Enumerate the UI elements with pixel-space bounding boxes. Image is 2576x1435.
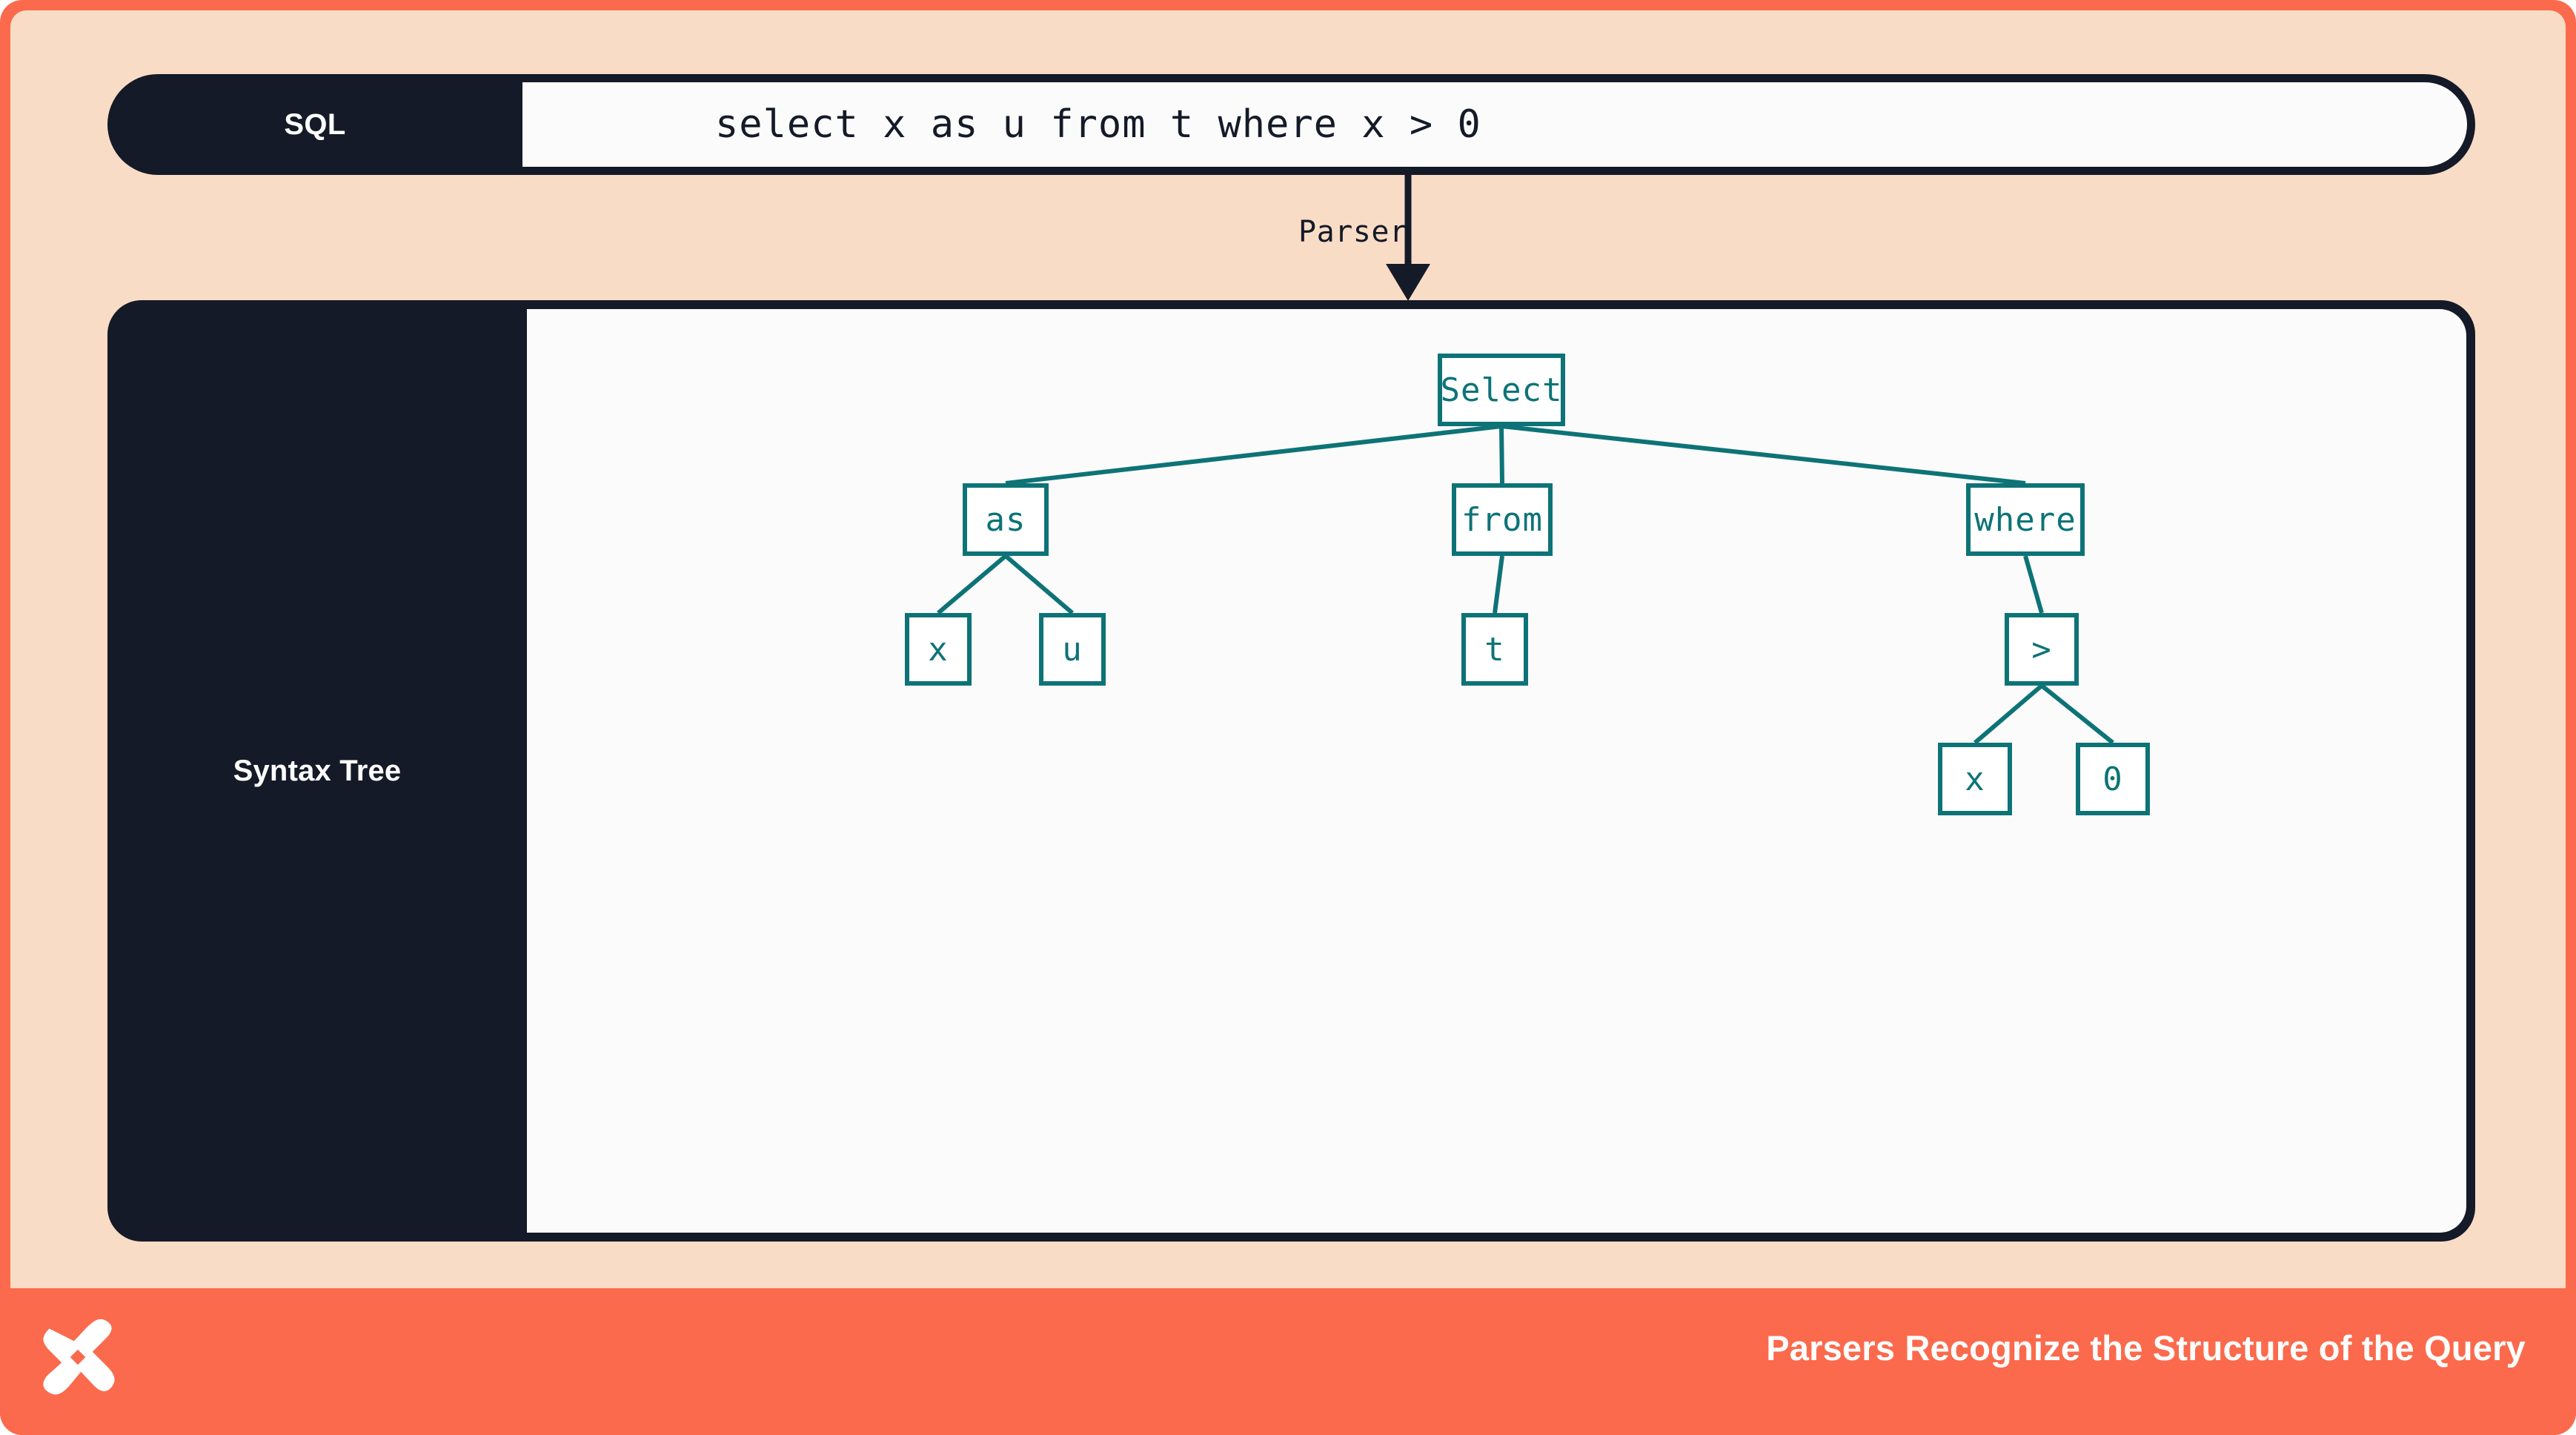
footer-caption: Parsers Recognize the Structure of the Q… [1766, 1328, 2526, 1368]
sql-input-bar[interactable]: SQL select x as u from t where x > 0 [107, 74, 2475, 175]
tree-node-from[interactable]: from [1452, 483, 1553, 556]
tree-edge-layer [937, 424, 2114, 745]
tree-node-label: as [985, 500, 1026, 539]
tree-node-label: x [1965, 760, 1985, 798]
tree-node-label: 0 [2102, 760, 2123, 798]
syntax-tree-panel: Syntax Tree Select as from where x u t > x 0 [107, 300, 2475, 1242]
parser-label: Parser [1298, 215, 1408, 249]
tree-node-label: x [928, 630, 949, 669]
tree-node-where[interactable]: where [1966, 483, 2085, 556]
tree-node-as-x[interactable]: x [905, 613, 972, 686]
tree-node-label: t [1484, 630, 1505, 669]
tree-node-label: > [2031, 630, 2052, 669]
butterfly-x-logo-icon [43, 1319, 115, 1395]
tree-node-label: u [1062, 630, 1083, 669]
syntax-tree-label: Syntax Tree [233, 754, 402, 787]
tree-node-gt[interactable]: > [2005, 613, 2079, 686]
tree-node-as[interactable]: as [963, 483, 1049, 556]
sql-query-text: select x as u from t where x > 0 [715, 102, 1481, 147]
tree-node-label: where [1974, 500, 2077, 539]
tree-node-label: Select [1440, 371, 1563, 409]
syntax-tree-canvas: Select as from where x u t > x 0 [527, 309, 2466, 1233]
footer-bar [0, 1288, 2576, 1435]
sql-row-label: SQL [284, 107, 346, 141]
parser-arrow-icon [1386, 175, 1430, 301]
tree-node-gt-0[interactable]: 0 [2076, 743, 2150, 815]
tree-node-label: from [1461, 500, 1543, 539]
tree-node-as-u[interactable]: u [1039, 613, 1106, 686]
tree-node-gt-x[interactable]: x [1938, 743, 2012, 815]
sql-query-field[interactable]: select x as u from t where x > 0 [522, 82, 2467, 167]
tree-node-from-t[interactable]: t [1461, 613, 1528, 686]
tree-node-select[interactable]: Select [1438, 354, 1565, 426]
